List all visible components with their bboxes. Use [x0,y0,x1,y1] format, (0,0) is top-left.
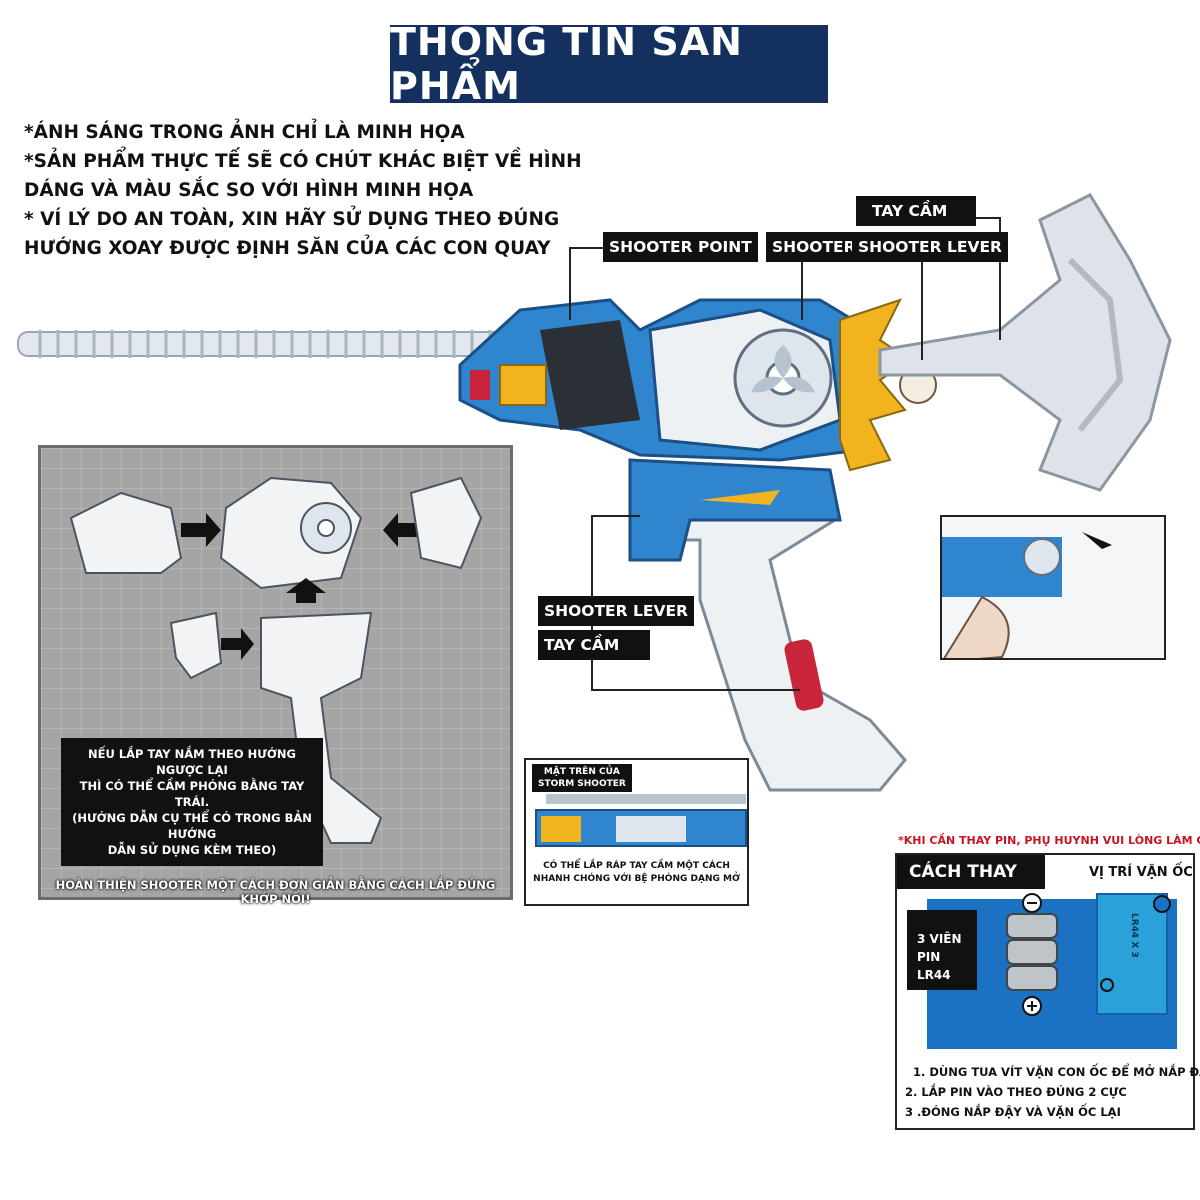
storm-shooter-label: MẶT TRÊN CỦA STORM SHOOTER [532,764,632,792]
reverse-grip-note: NẾU LẮP TAY NẮM THEO HƯỚNG NGƯỢC LẠI THÌ… [61,738,323,866]
battery-warning: *KHI CẦN THAY PIN, PHỤ HUYNH VUI LÒNG LÀ… [898,834,1200,847]
note-line: DẪN SỬ DỤNG KÈM THEO) [107,843,277,857]
caption-line: NHANH CHÓNG VỚI BỆ PHÓNG DẠNG MỞ [533,874,740,884]
storm-shooter-caption: CÓ THỂ LẮP RÁP TAY CẦM MỘT CÁCH NHANH CH… [526,860,747,886]
anchor-arm [878,193,1172,492]
storm-shooter-photo [535,794,747,847]
label-line: 3 VIÊN [917,932,962,946]
callout-shooter-lever-top: SHOOTER LEVER [852,232,1008,262]
launcher-illustration [17,193,1172,792]
caption-line: CÓ THỂ LẮP RÁP TAY CẦM MỘT CÁCH [543,861,730,871]
callout-tay-cam-bottom: TAY CẦM [538,630,650,660]
note-line: (HƯỚNG DẪN CỤ THỂ CÓ TRONG BẢN HƯỚNG [72,811,312,841]
assembly-panel: NẾU LẮP TAY NẮM THEO HƯỚNG NGƯỢC LẠI THÌ… [38,445,513,906]
note-line: *SẢN PHẨM THỰC TẾ SẼ CÓ CHÚT KHÁC BIỆT V… [24,151,582,172]
battery-cell-label: 3 VIÊN PIN LR44 [907,910,977,990]
battery-cover-text: LR44 X 3 [1129,913,1139,958]
callout-shooter-lever-bottom: SHOOTER LEVER [538,596,694,626]
label-line: MẶT TRÊN CỦA [543,767,620,777]
step-item: 3 .ĐÓNG NẮP ĐẬY VÀ VẶN ỐC LẠI [905,1105,1121,1119]
callout-shooter: SHOOTER [766,232,862,262]
launch-demo-inset [940,515,1166,660]
step-item: 2. LẮP PIN VÀO THEO ĐÚNG 2 CỰC [905,1085,1127,1099]
assembly-illustration [69,476,483,844]
label-line: PIN LR44 [917,950,951,982]
battery-title: CÁCH THAY PIN [897,855,1045,916]
battery-diagram [927,893,1177,1049]
note-line: * VÍ LÝ DO AN TOÀN, XIN HÃY SỬ DỤNG THEO… [24,209,560,230]
battery-steps: 1. DÙNG TUA VÍT VẶN CON ỐC ĐỂ MỞ NẮP ĐẬY… [905,1062,1200,1122]
callout-shooter-point: SHOOTER POINT [603,232,758,262]
page-title: THÔNG TIN SẢN PHẨM [390,20,828,108]
launcher-body [458,298,937,472]
grip-handle [628,458,907,792]
disclaimer-notes: *ÁNH SÁNG TRONG ẢNH CHỈ LÀ MINH HỌA *SẢN… [24,118,582,263]
label-line: STORM SHOOTER [538,779,626,789]
note-line: THÌ CÓ THỂ CẦM PHÓNG BẰNG TAY TRÁI. [79,779,305,809]
storm-shooter-inset: MẶT TRÊN CỦA STORM SHOOTER CÓ THỂ LẮP RÁ… [524,758,749,906]
launch-demo-photo [942,517,1164,658]
step-item: 1. DÙNG TUA VÍT VẶN CON ỐC ĐỂ MỞ NẮP ĐẬY… [913,1065,1200,1079]
note-line: NẾU LẮP TAY NẮM THEO HƯỚNG NGƯỢC LẠI [88,747,296,777]
screw-position-label: VỊ TRÍ VẶN ỐC [1089,865,1193,880]
assembly-caption: HOÀN THIỆN SHOOTER MỘT CÁCH ĐƠN GIẢN BẰN… [55,878,496,906]
callout-tay-cam-top: TAY CẦM [856,196,976,226]
note-line: DÁNG VÀ MÀU SẮC SO VỚI HÌNH MINH HỌA [24,180,474,201]
note-line: HƯỚNG XOAY ĐƯỢC ĐỊNH SĂN CỦA CÁC CON QUA… [24,238,551,259]
battery-panel: CÁCH THAY PIN VỊ TRÍ VẶN ỐC LR44 X 3 3 V… [895,853,1200,1130]
note-line: *ÁNH SÁNG TRONG ẢNH CHỈ LÀ MINH HỌA [24,122,465,143]
